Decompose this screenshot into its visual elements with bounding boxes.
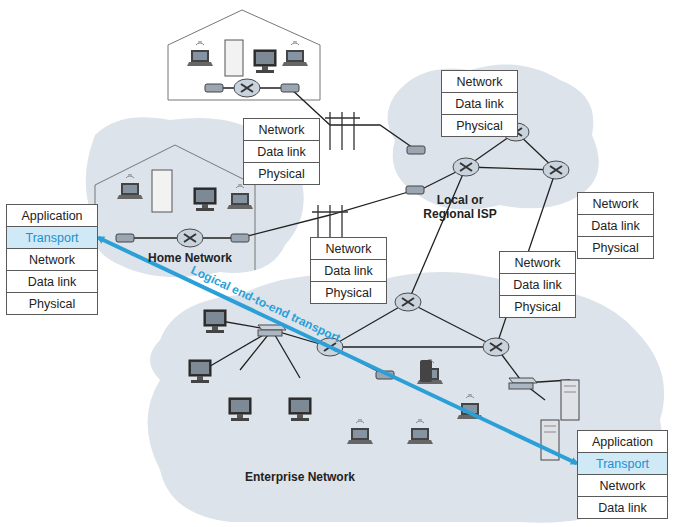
illustration-part [205, 84, 223, 92]
illustration-part [483, 338, 509, 356]
layer-box: Physical [6, 292, 98, 315]
illustration-part [347, 420, 373, 444]
layer-name: Physical [510, 300, 565, 314]
illustration-part [187, 42, 213, 66]
illustration-part [543, 161, 569, 179]
layer-name: Physical [25, 297, 80, 311]
layer-name: Application [17, 209, 86, 223]
layer-box: Network [577, 474, 668, 497]
layer-box: Application [577, 430, 668, 453]
layer-name: Data link [587, 219, 644, 233]
illustration-part [407, 146, 425, 154]
illustration-part [227, 185, 253, 209]
illustration-part [234, 79, 260, 97]
illustration-part [417, 360, 443, 384]
layer-name: Network [255, 123, 309, 137]
layer-box: Data link [441, 92, 518, 115]
layer-box: Network [441, 70, 518, 93]
layer-box: Data link [6, 270, 98, 293]
illustration-part [231, 234, 249, 242]
layer-name: Network [511, 256, 565, 270]
house-outline [95, 10, 320, 270]
layer-name: Data link [24, 275, 81, 289]
layer-name: Data link [594, 501, 651, 515]
layer-name: Data link [253, 145, 310, 159]
illustration-part [229, 398, 251, 421]
illustration-part [177, 229, 203, 247]
illustration-part [282, 42, 308, 66]
illustration-part [509, 378, 537, 389]
illustration-part [254, 50, 276, 73]
layer-name: Physical [254, 167, 309, 181]
illustration-part [289, 398, 311, 421]
layer-name: Network [453, 75, 507, 89]
layer-box: Data link [577, 214, 654, 237]
illustration-part [95, 145, 255, 185]
illustration-part [561, 380, 579, 420]
layer-box: Network [577, 192, 654, 215]
layer-box: Network [243, 118, 320, 141]
illustration-part [330, 347, 570, 400]
illustration-part [168, 10, 320, 100]
layer-box: Physical [441, 114, 518, 137]
layer-box: Data link [310, 259, 387, 282]
layer-box: Physical [577, 236, 654, 259]
layer-name: Application [588, 435, 657, 449]
illustration-part [388, 64, 599, 209]
layer-name: Data link [451, 97, 508, 111]
illustration-part [116, 234, 134, 242]
layer-name: Physical [452, 119, 507, 133]
layer-name: Network [322, 242, 376, 256]
transport-arrow [98, 238, 577, 464]
illustration-part [258, 325, 286, 336]
layer-box: Application [6, 204, 98, 227]
illustration-part [420, 132, 556, 190]
illustration-part [407, 420, 433, 444]
fridge-icon [225, 40, 243, 76]
region-label: Local or Regional ISP [420, 193, 500, 221]
illustration-part [281, 84, 299, 92]
layer-name: Physical [588, 241, 643, 255]
phone-icon [420, 360, 432, 382]
layer-name: Network [596, 479, 650, 493]
layer-name: Network [25, 253, 79, 267]
layer-name: Network [589, 197, 643, 211]
layer-box: Data link [577, 496, 668, 519]
layer-box: Network [6, 248, 98, 271]
illustration-part [117, 175, 143, 199]
layer-box: Transport [6, 226, 98, 249]
layer-name: Physical [321, 286, 376, 300]
illustration-part [325, 112, 360, 150]
layer-box: Network [499, 251, 576, 274]
layer-name: Transport [592, 457, 653, 471]
layer-box: Data link [499, 273, 576, 296]
layer-name: Transport [21, 231, 82, 245]
layer-box: Physical [243, 162, 320, 185]
layer-box: Physical [499, 295, 576, 318]
region-label: Enterprise Network [230, 470, 370, 484]
fridge-icon [152, 170, 172, 212]
illustration-part [395, 293, 421, 311]
illustration-part [204, 310, 226, 333]
illustration-part [453, 158, 479, 176]
layer-name: Data link [509, 278, 566, 292]
layer-box: Physical [310, 281, 387, 304]
illustration-part [406, 186, 424, 194]
layer-box: Data link [243, 140, 320, 163]
region-label: Home Network [140, 251, 240, 265]
layer-box: Transport [577, 452, 668, 475]
layer-box: Network [310, 237, 387, 260]
layer-name: Data link [320, 264, 377, 278]
illustration-part [189, 360, 211, 383]
illustration-part [194, 188, 216, 211]
